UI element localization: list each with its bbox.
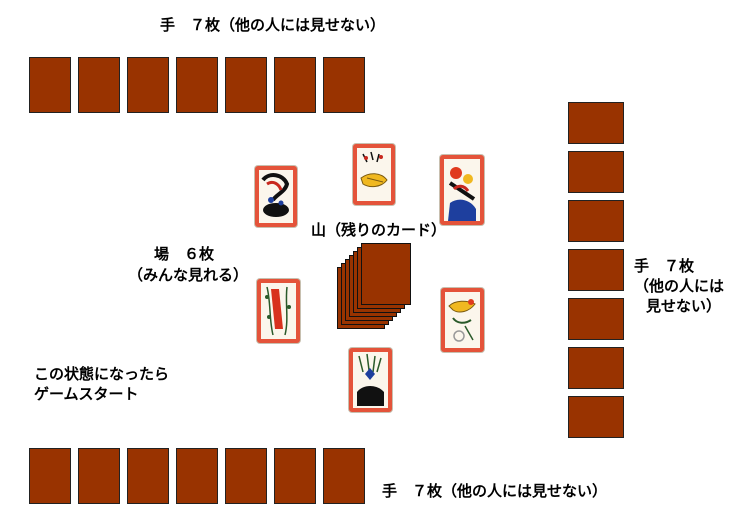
iris-card[interactable] xyxy=(349,348,392,412)
top-hand-card[interactable] xyxy=(225,57,267,113)
top-hand-card[interactable] xyxy=(176,57,218,113)
pampas-bird-card[interactable] xyxy=(353,144,395,205)
field-label-line: （みんな見れる） xyxy=(128,266,249,284)
right-hand-card[interactable] xyxy=(568,200,624,242)
top-hand-card[interactable] xyxy=(274,57,316,113)
bush-clover-ribbon-card[interactable] xyxy=(257,279,300,343)
right-hand-card[interactable] xyxy=(568,249,624,291)
bottom-hand-card[interactable] xyxy=(225,448,267,504)
right-hand-card[interactable] xyxy=(568,347,624,389)
red-ribbon-icon xyxy=(265,286,291,336)
wisteria-cuckoo-card[interactable] xyxy=(441,288,484,352)
blue-flower-icon xyxy=(357,353,384,406)
top-hand-card[interactable] xyxy=(29,57,71,113)
yellow-bird-icon xyxy=(360,151,388,188)
yellow-bird-moon-icon xyxy=(448,299,476,342)
right-hand-label-line: 手 ７枚 xyxy=(634,257,695,275)
paulownia-card[interactable] xyxy=(440,155,484,225)
field-label-line: 場 ６枚 xyxy=(154,245,215,263)
bottom-hand-card[interactable] xyxy=(274,448,316,504)
top-hand-card[interactable] xyxy=(78,57,120,113)
top-hand-card[interactable] xyxy=(127,57,169,113)
bottom-hand-card[interactable] xyxy=(176,448,218,504)
start-note-line: ゲームスタート xyxy=(34,385,139,403)
deck-label: 山（残りのカード） xyxy=(311,221,447,239)
red-flower-icon xyxy=(444,159,480,221)
bottom-hand-card[interactable] xyxy=(78,448,120,504)
right-hand-card[interactable] xyxy=(568,396,624,438)
right-hand-label-line: 見せない） xyxy=(646,297,722,315)
bottom-hand-card[interactable] xyxy=(323,448,365,504)
top-hand-card[interactable] xyxy=(323,57,365,113)
right-hand-card[interactable] xyxy=(568,151,624,193)
right-hand-label-line: （他の人には xyxy=(634,277,725,295)
right-hand-card[interactable] xyxy=(568,102,624,144)
deck-card xyxy=(361,243,411,305)
bottom-hand-card[interactable] xyxy=(29,448,71,504)
start-note-line: この状態になったら xyxy=(34,365,170,383)
right-hand-card[interactable] xyxy=(568,298,624,340)
bottom-hand-label: 手 ７枚（他の人には見せない） xyxy=(382,482,608,500)
top-hand-label: 手 ７枚（他の人には見せない） xyxy=(160,16,386,34)
plum-ribbon-card[interactable] xyxy=(255,166,297,227)
bottom-hand-card[interactable] xyxy=(127,448,169,504)
plum-ribbon-icon xyxy=(261,173,290,217)
